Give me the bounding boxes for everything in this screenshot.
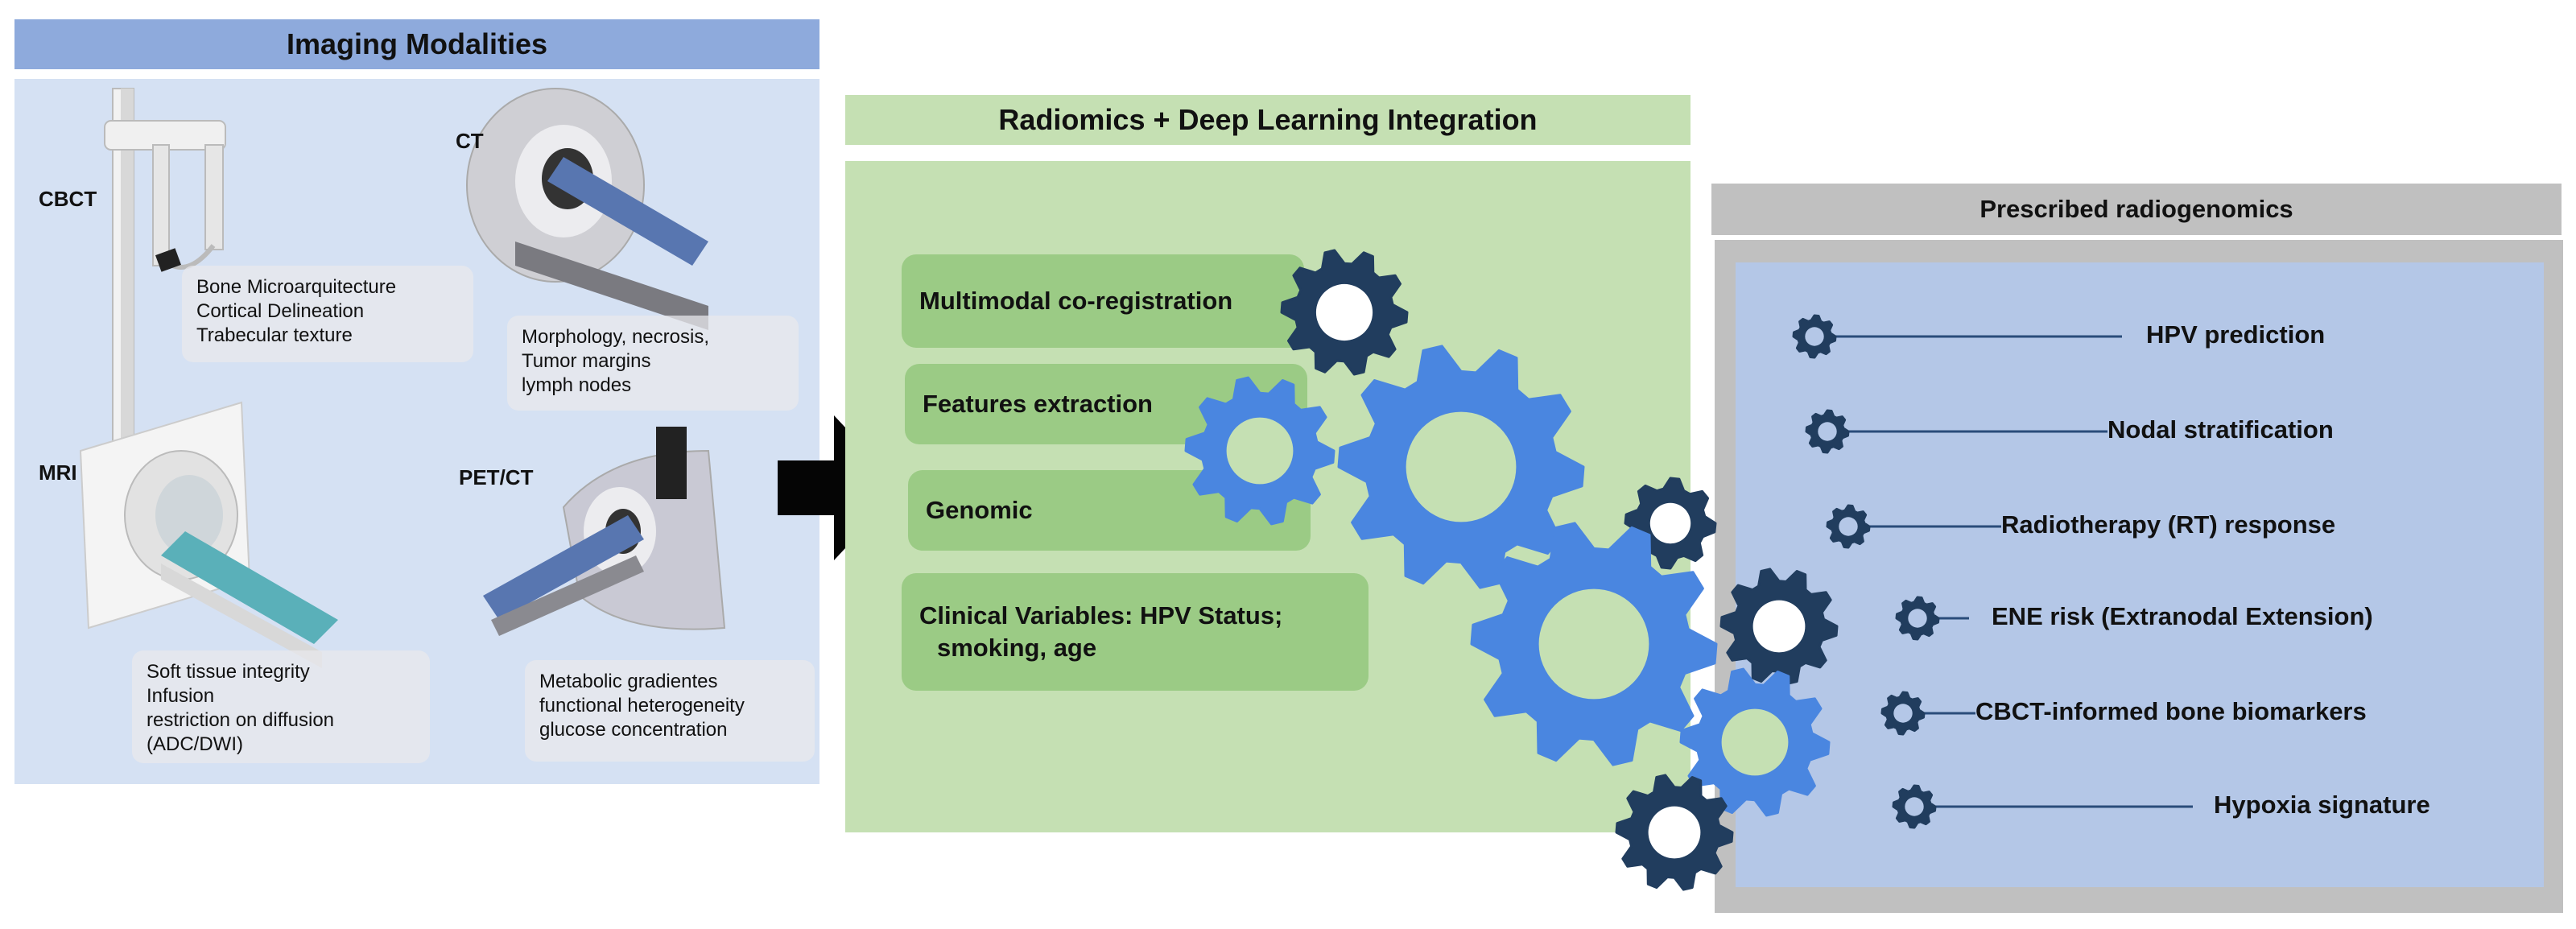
petct-scanner-icon [483,427,726,636]
modality-label-cbct: CBCT [39,187,97,211]
gear-icon [1805,409,1850,454]
modality-label-mri: MRI [39,460,77,485]
gear-icon [1880,691,1926,736]
gear-icon [1615,774,1734,891]
mri-scanner-icon [79,401,338,668]
radiogenomics-item-ene: ENE risk (Extranodal Extension) [1992,602,2373,630]
gear-icon [1895,596,1940,641]
radiogenomics-item-cbct: CBCT-informed bone biomarkers [1975,697,2367,725]
gear-icon [1719,568,1839,685]
imaging-title: Imaging Modalities [14,19,819,69]
modality-desc-ct: Morphology, necrosis, Tumor margins lymp… [507,316,799,411]
integration-title: Radiomics + Deep Learning Integration [845,95,1690,145]
radiogenomics-title: Prescribed radiogenomics [1711,184,2562,235]
radiogenomics-panel [1736,262,2544,887]
gear-icon [1792,314,1837,359]
integration-item-clinical: Clinical Variables: HPV Status; smoking,… [902,573,1368,691]
cbct-machine-icon [104,88,226,516]
modality-desc-petct: Metabolic gradientes functional heteroge… [525,660,815,762]
radiogenomics-item-hpv: HPV prediction [2146,320,2326,349]
modality-label-ct: CT [456,129,484,153]
gear-icon [1337,345,1585,589]
modality-label-petct: PET/CT [459,465,534,489]
modality-desc-cbct: Bone Microarquitecture Cortical Delineat… [182,266,473,362]
ct-scanner-icon [466,88,708,330]
gear-icon [1892,784,1937,829]
gear-icon [1679,667,1831,817]
radiogenomics-item-hypoxia: Hypoxia signature [2214,791,2430,819]
gear-icon [1184,376,1335,526]
radiogenomics-item-nodal: Nodal stratification [2107,415,2334,444]
gear-icon [1280,249,1409,376]
radiogenomics-item-rt: Radiotherapy (RT) response [2001,510,2336,539]
integration-item-coregistration: Multimodal co-registration [902,254,1304,348]
gear-icon [1826,504,1871,549]
modality-desc-mri: Soft tissue integrity Infusion restricti… [132,650,430,763]
gear-icon [1470,522,1718,766]
